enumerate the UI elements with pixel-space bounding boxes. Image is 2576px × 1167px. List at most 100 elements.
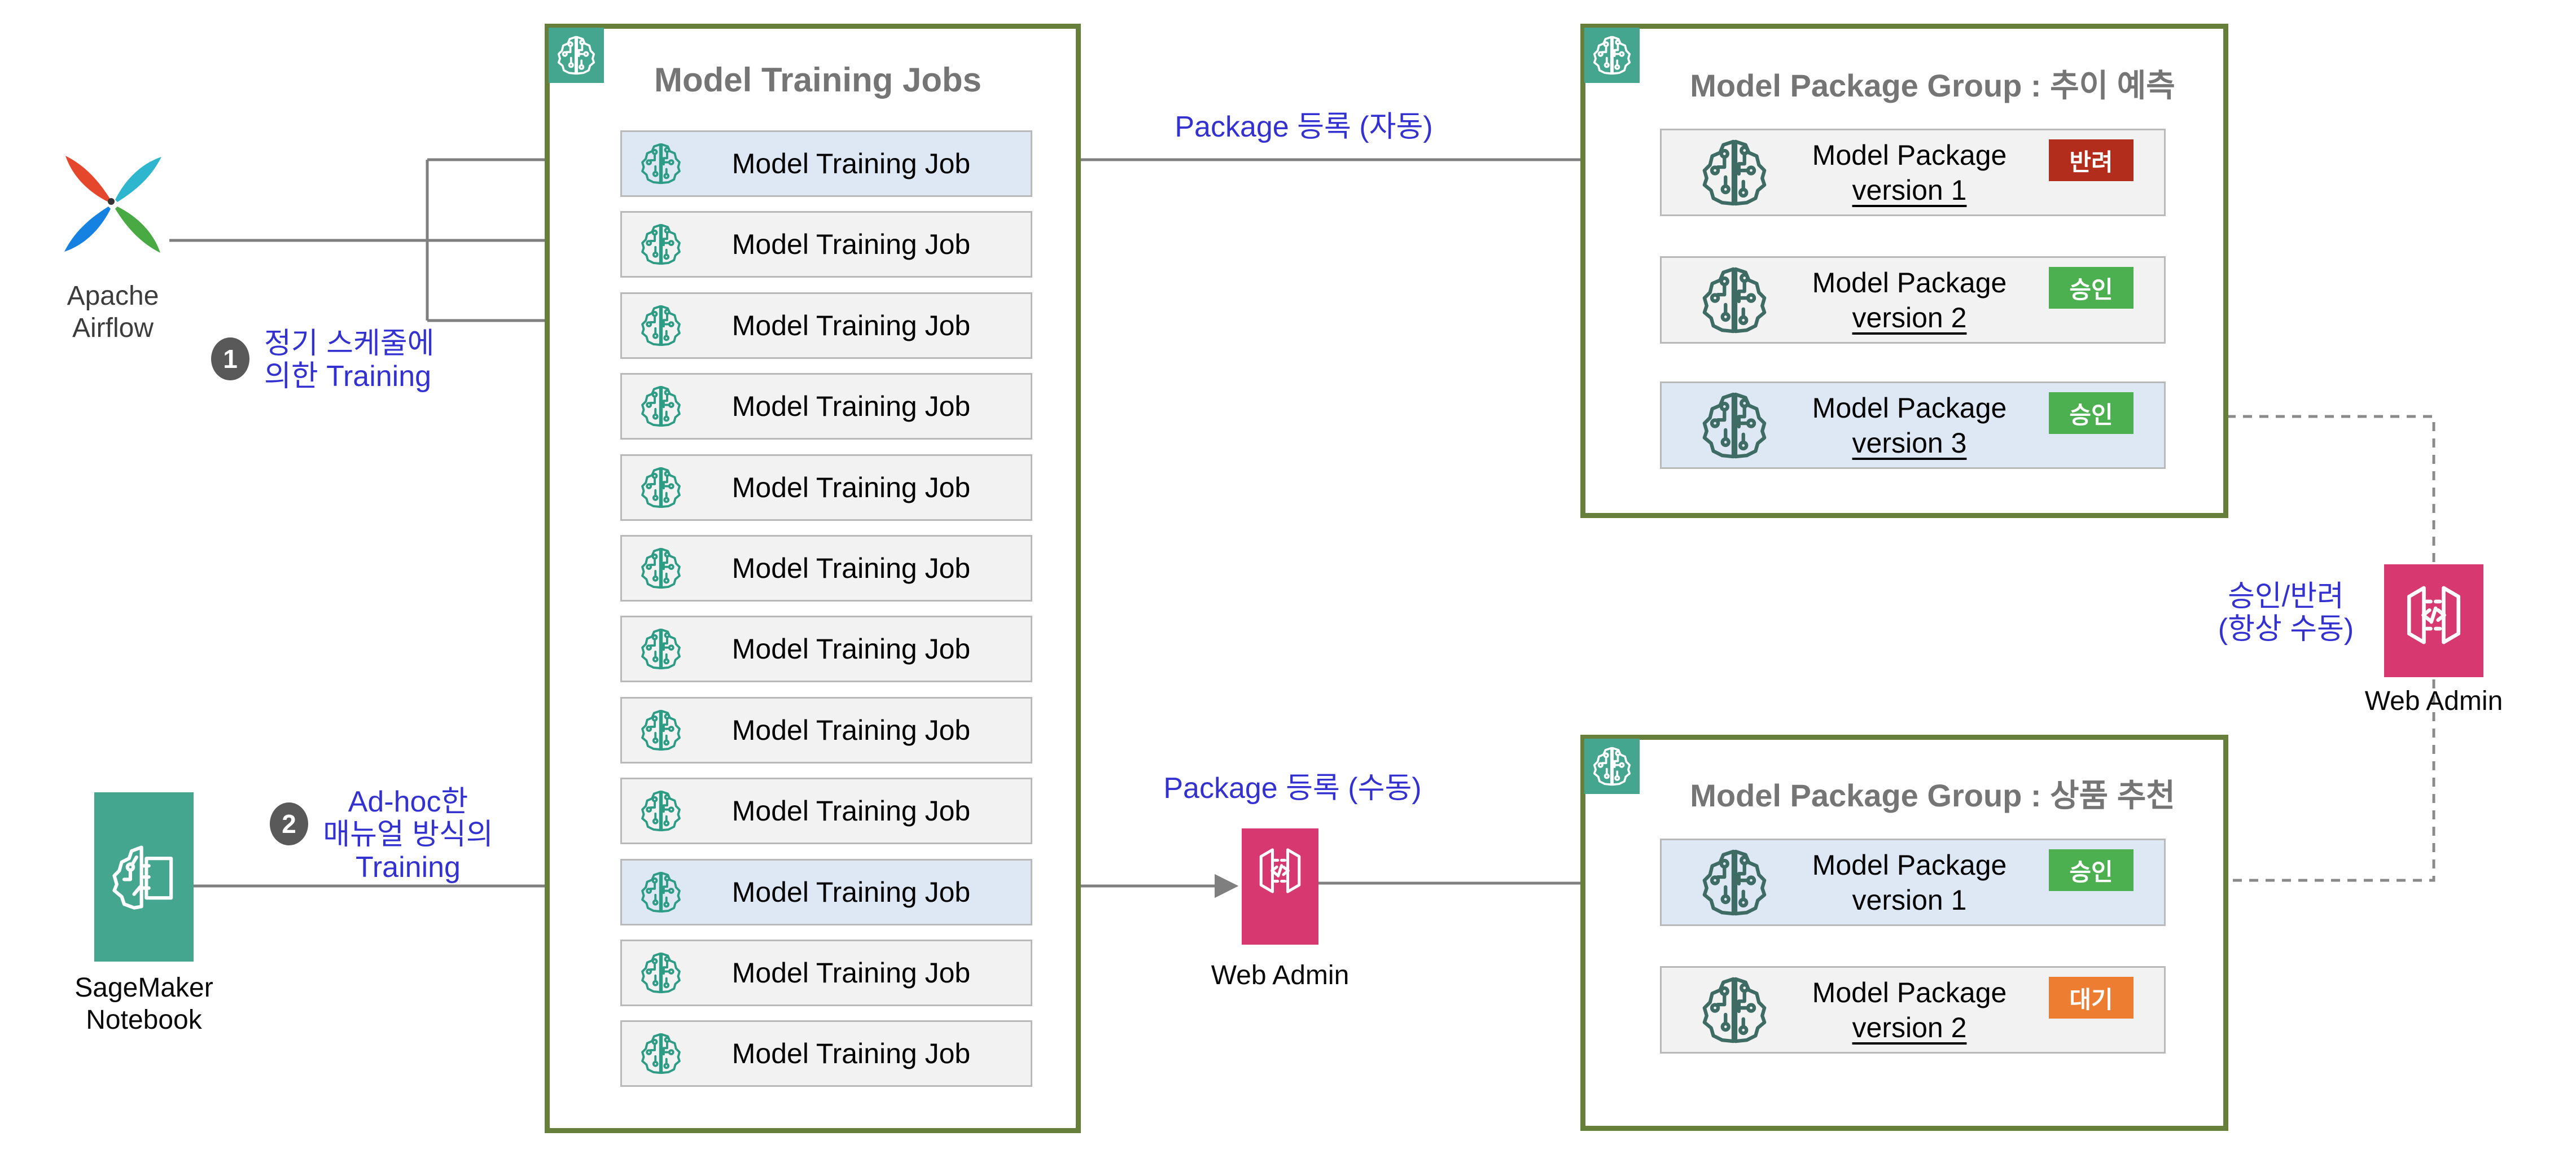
model-package-text: Model Package version 3 [1770,391,2049,460]
sagemaker-notebook-icon [94,792,194,962]
training-job-row-7: Model Training Job [620,616,1032,682]
model-brain-icon [639,383,683,429]
model-package-version: version 3 [1852,427,1967,459]
model-brain-icon [639,464,683,511]
training-job-row-5: Model Training Job [620,454,1032,521]
training-job-row-10: Model Training Job [620,859,1032,925]
model-brain-icon [639,1030,683,1077]
step-1-number: 1 [223,344,238,374]
approve-reject-line1: 승인/반려 [2228,580,2344,613]
training-job-row-6: Model Training Job [620,535,1032,602]
airflow-label: Apache Airflow [23,280,203,344]
model-package-title: Model Package [1812,976,2007,1008]
airflow-logo-icon [64,156,161,253]
model-brain-icon [639,869,683,915]
training-box-title: Model Training Jobs [654,61,982,99]
step-2-badge: 2 [270,802,308,845]
status-badge: 승인 [2049,392,2133,434]
model-package-group-1-box: Model Package Group : 추이 예측 Model Packag… [1580,24,2228,518]
model-package-version: version 1 [1852,884,1967,916]
model-brain-icon [639,626,683,672]
step-2-note-line3: Training [356,851,461,884]
step-2-number: 2 [282,809,296,839]
training-job-label: Model Training Job [731,148,971,179]
training-job-row-11: Model Training Job [620,940,1032,1006]
training-job-label: Model Training Job [731,714,971,746]
airflow-label-line1: Apache [67,281,159,311]
airflow-label-line2: Airflow [72,313,154,343]
step-1-note-line2: 의한 Training [264,360,432,393]
training-box-corner-icon [549,28,604,83]
model-brain-icon [639,950,683,996]
status-badge: 대기 [2049,977,2133,1019]
model-package-card-v3: Model Package version 3 승인 [1660,381,2166,469]
status-badge: 승인 [2049,849,2133,891]
training-job-row-8: Model Training Job [620,697,1032,764]
step-2-note: Ad-hoc한 매뉴얼 방식의 Training [304,786,512,884]
model-package-text: Model Package version 1 [1770,138,2049,208]
model-brain-icon [1699,971,1770,1049]
training-job-row-2: Model Training Job [620,211,1032,278]
training-job-label: Model Training Job [731,552,971,584]
training-job-label: Model Training Job [731,229,971,260]
step-1-badge: 1 [211,337,249,380]
model-training-jobs-box: Model Training Jobs Model Training Job M… [545,24,1081,1133]
status-badge: 반려 [2049,139,2133,181]
web-admin-label: Web Admin [2364,686,2503,716]
model-package-text: Model Package version 2 [1770,975,2049,1045]
model-brain-icon [639,221,683,267]
package-group-1-title: Model Package Group : 추이 예측 [1690,68,2175,103]
model-package-title: Model Package [1812,139,2007,171]
step-2-note-line1: Ad-hoc한 [348,786,468,818]
model-package-version: version 2 [1852,301,1967,334]
model-brain-icon [639,788,683,834]
package-group-2-title: Model Package Group : 상품 추천 [1690,778,2175,813]
model-brain-icon [1699,134,1770,212]
package-register-manual-label: Package 등록 (수동) [1163,772,1422,805]
training-job-label: Model Training Job [731,1038,971,1069]
training-job-label: Model Training Job [731,472,971,503]
model-package-version: version 1 [1852,174,1967,206]
model-package-title: Model Package [1812,266,2007,299]
step-1-note: 정기 스케줄에 의한 Training [264,327,435,393]
step-1-note-line1: 정기 스케줄에 [264,327,435,360]
model-package-version: version 2 [1852,1011,1967,1043]
training-job-label: Model Training Job [731,957,971,989]
model-brain-icon [639,707,683,753]
model-brain-icon [1699,387,1770,464]
model-package-card-v2: Model Package version 2 대기 [1660,966,2166,1054]
model-package-title: Model Package [1812,849,2007,881]
training-job-row-1: Model Training Job [620,130,1032,197]
training-job-row-9: Model Training Job [620,778,1032,844]
training-job-label: Model Training Job [731,876,971,908]
model-package-group-2-box: Model Package Group : 상품 추천 Model Packag… [1580,735,2228,1131]
model-brain-icon [639,545,683,591]
status-badge: 승인 [2049,267,2133,309]
web-admin-icon [2384,564,2483,677]
step-2-note-line2: 매뉴얼 방식의 [323,818,493,851]
model-package-text: Model Package version 1 [1770,848,2049,918]
model-brain-icon [1699,261,1770,339]
model-package-title: Model Package [1812,392,2007,424]
web-admin-label: Web Admin [1211,960,1350,990]
training-job-label: Model Training Job [731,795,971,827]
model-package-text: Model Package version 2 [1770,265,2049,335]
approve-reject-line2: (항상 수동) [2218,613,2354,646]
model-brain-icon [639,141,683,187]
model-brain-icon [1699,844,1770,922]
training-job-label: Model Training Job [731,391,971,422]
web-admin-icon [1242,828,1318,945]
training-job-row-3: Model Training Job [620,292,1032,359]
approve-reject-note: 승인/반려 (항상 수동) [2190,580,2382,646]
model-package-card-v2: Model Package version 2 승인 [1660,256,2166,344]
model-brain-icon [639,302,683,349]
package-group-corner-icon [1584,739,1640,794]
model-package-card-v1: Model Package version 1 승인 [1660,839,2166,926]
training-job-label: Model Training Job [731,633,971,665]
training-job-row-12: Model Training Job [620,1020,1032,1087]
sagemaker-label-line1: SageMaker [75,973,213,1003]
package-group-corner-icon [1584,28,1640,83]
package-register-auto-label: Package 등록 (자동) [1175,111,1433,143]
model-package-card-v1: Model Package version 1 반려 [1660,129,2166,216]
